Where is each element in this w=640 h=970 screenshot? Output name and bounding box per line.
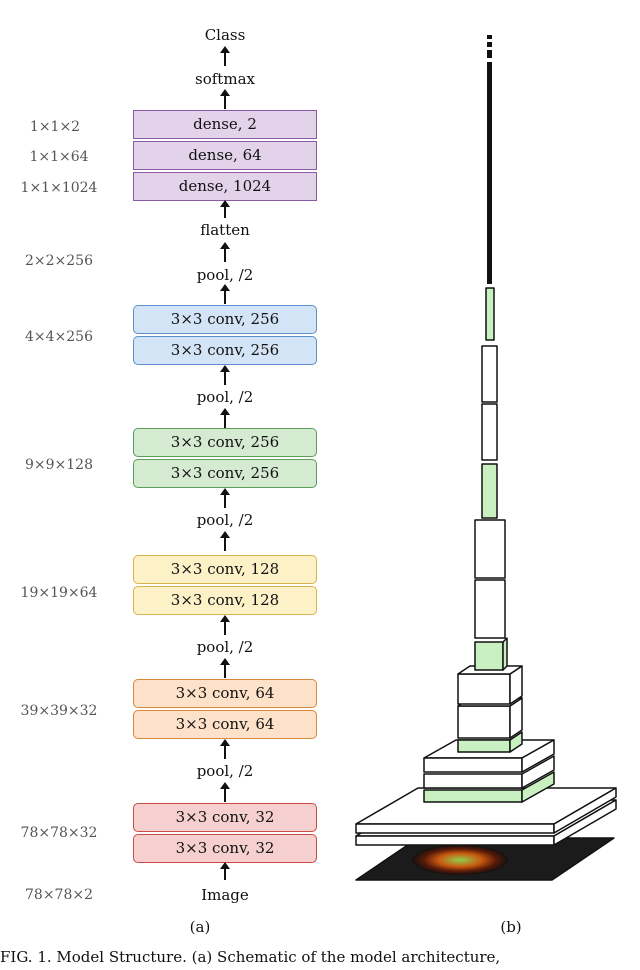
shape-label: 2×2×256 xyxy=(25,253,93,269)
conv-block: 3×3 conv, 256 xyxy=(133,336,317,365)
image-label: Image xyxy=(201,886,249,904)
shape-label: 78×78×2 xyxy=(25,887,93,903)
layer-block xyxy=(457,673,511,705)
class-label: Class xyxy=(204,26,246,44)
pool-layer xyxy=(502,637,508,671)
arrow xyxy=(220,488,230,508)
arrow xyxy=(220,89,230,109)
dense-64-block: dense, 64 xyxy=(133,141,317,170)
flatten-label: flatten xyxy=(200,221,250,239)
shape-label: 39×39×32 xyxy=(20,703,98,719)
layer-block xyxy=(457,705,511,739)
layer-block xyxy=(481,345,498,403)
dense-1024-block: dense, 1024 xyxy=(133,172,317,201)
layer-plate xyxy=(355,823,555,834)
arrow xyxy=(220,862,230,880)
pool-label: pool, /2 xyxy=(196,511,254,529)
pool-layer xyxy=(509,731,523,753)
heatmap-glow xyxy=(412,845,508,875)
layer-plate xyxy=(521,755,555,789)
pool-layer xyxy=(457,739,511,753)
layer-block xyxy=(474,579,506,639)
arrow xyxy=(220,242,230,262)
shape-label: 1×1×64 xyxy=(29,149,89,165)
shape-label: 9×9×128 xyxy=(25,457,93,473)
arrow xyxy=(220,408,230,428)
layer-plate xyxy=(423,757,523,773)
arrow xyxy=(220,739,230,759)
sublabel-b: (b) xyxy=(500,918,522,936)
dense-column xyxy=(487,35,492,39)
arrow xyxy=(220,658,230,678)
arrow xyxy=(220,284,230,304)
conv-block: 3×3 conv, 32 xyxy=(133,803,317,832)
pool-layer xyxy=(521,771,555,803)
pool-label: pool, /2 xyxy=(196,388,254,406)
dense-column xyxy=(487,62,492,284)
pool-layer xyxy=(481,463,498,519)
conv-block: 3×3 conv, 256 xyxy=(133,428,317,457)
dense-2-block: dense, 2 xyxy=(133,110,317,139)
arrow xyxy=(220,365,230,385)
shape-label: 19×19×64 xyxy=(20,585,98,601)
layer-plate xyxy=(423,773,523,789)
conv-block: 3×3 conv, 128 xyxy=(133,586,317,615)
pool-layer xyxy=(485,287,495,341)
shape-label: 1×1×2 xyxy=(29,119,81,135)
layer-plate xyxy=(553,787,617,834)
shape-label: 78×78×32 xyxy=(20,825,98,841)
arrow xyxy=(220,615,230,635)
conv-block: 3×3 conv, 256 xyxy=(133,459,317,488)
shape-label: 4×4×256 xyxy=(25,329,93,345)
layer-block xyxy=(481,403,498,461)
pool-label: pool, /2 xyxy=(196,638,254,656)
figure-caption: FIG. 1. Model Structure. (a) Schematic o… xyxy=(0,948,501,966)
layer-plate xyxy=(553,799,617,846)
pool-label: pool, /2 xyxy=(196,266,254,284)
dense-column xyxy=(487,50,492,58)
layer-plate xyxy=(355,835,555,846)
sublabel-a: (a) xyxy=(189,918,211,936)
conv-block: 3×3 conv, 64 xyxy=(133,679,317,708)
conv-block: 3×3 conv, 128 xyxy=(133,555,317,584)
softmax-label: softmax xyxy=(195,70,255,88)
layer-block xyxy=(474,519,506,579)
pool-label: pool, /2 xyxy=(196,762,254,780)
pool-layer xyxy=(474,641,504,671)
arrow xyxy=(220,46,230,66)
arrow xyxy=(220,531,230,551)
conv-block: 3×3 conv, 64 xyxy=(133,710,317,739)
conv-block: 3×3 conv, 256 xyxy=(133,305,317,334)
arrow xyxy=(220,782,230,802)
dense-column xyxy=(487,42,492,47)
shape-label: 1×1×1024 xyxy=(20,180,98,196)
arrow xyxy=(220,200,230,218)
layer-plate xyxy=(521,739,555,773)
pool-layer xyxy=(423,789,523,803)
